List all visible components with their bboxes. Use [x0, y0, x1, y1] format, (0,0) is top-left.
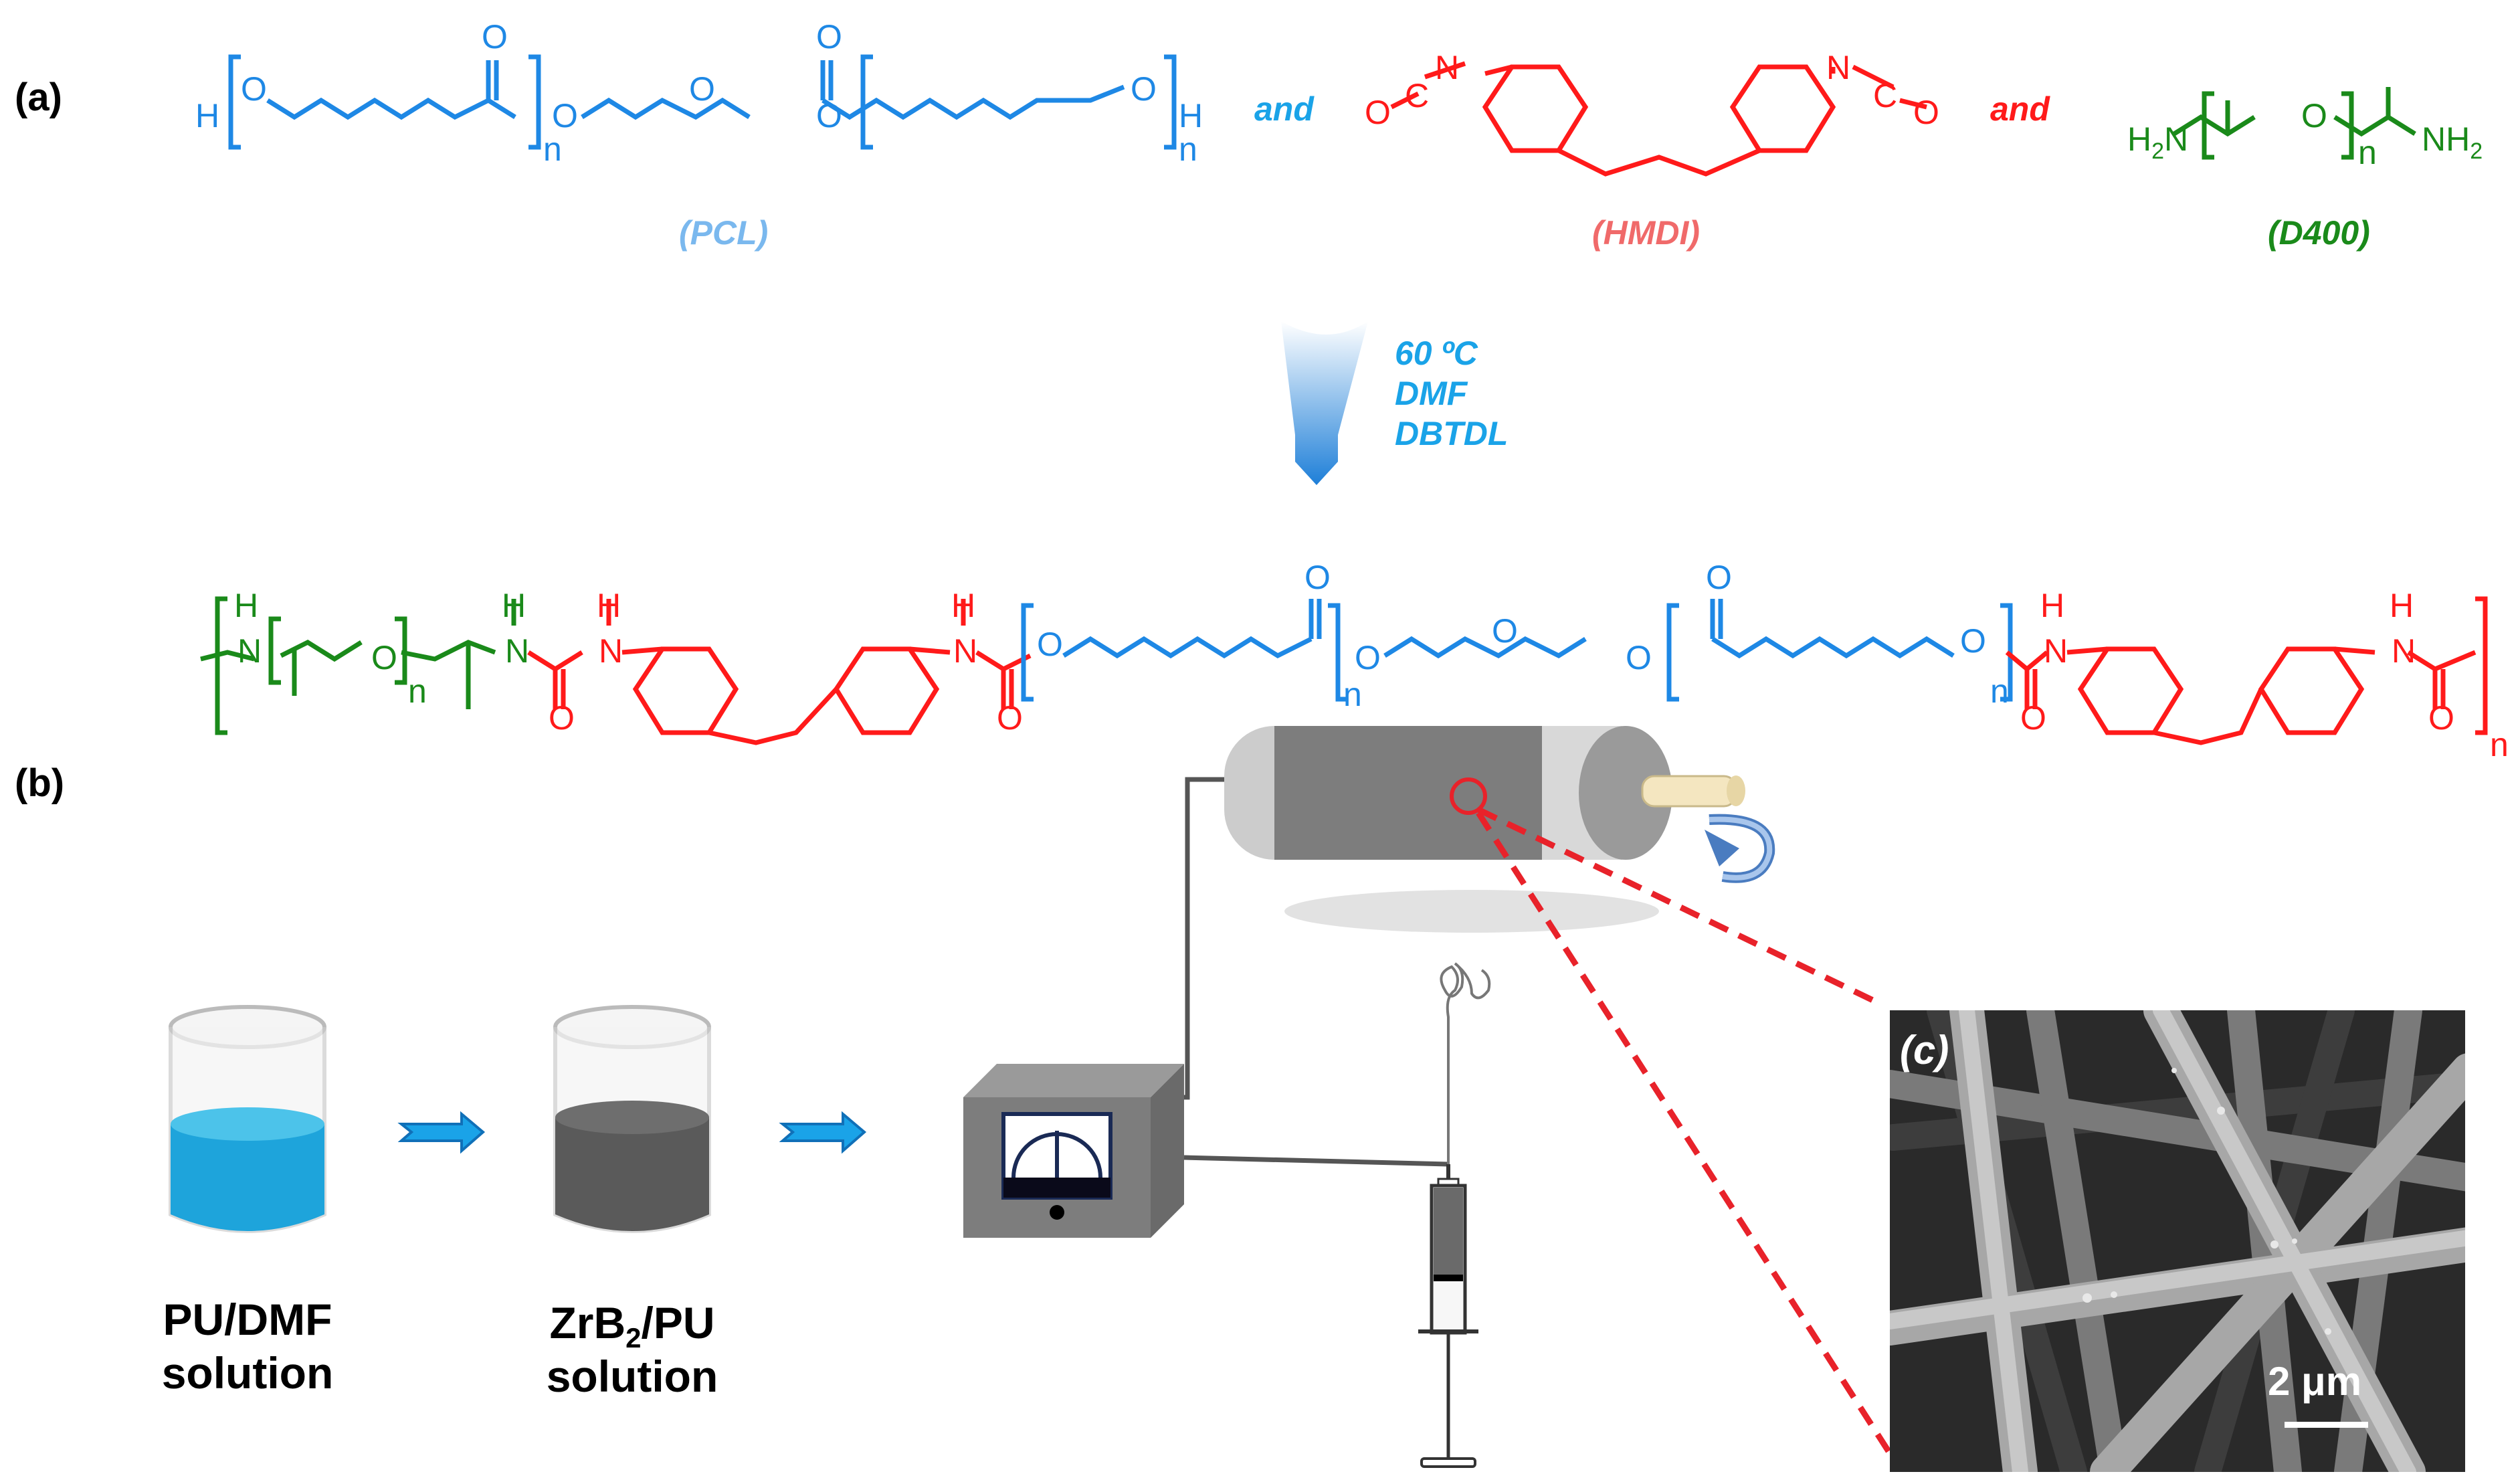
product-h-3: H: [597, 587, 621, 624]
joiner-and-1: and: [1254, 90, 1315, 128]
product-o-3: O: [997, 699, 1023, 737]
product-o-8: O: [1626, 639, 1652, 676]
beaker-1-caption: PU/DMF solution: [162, 1295, 334, 1398]
pcl-carbonyl-o-1: O: [482, 18, 508, 56]
product-n-3: N: [599, 632, 623, 670]
process-arrow-2: [779, 1111, 867, 1154]
zoom-lines: [1476, 806, 1896, 1461]
beaker-2-caption: ZrB2/PU solution: [547, 1298, 718, 1401]
product-o-12: O: [2428, 699, 2454, 737]
d400-o: O: [2301, 97, 2327, 134]
pcl-atom-labels: H O O n O O O O O H n: [195, 18, 1203, 168]
d400-atom-labels: H2N O n NH2: [2127, 97, 2483, 171]
joiner-and-2: and: [1990, 90, 2050, 128]
product-n-6: N: [2392, 632, 2416, 670]
hmdi-n-right: N: [1826, 49, 1850, 86]
power-supply: [963, 1064, 1184, 1238]
product-h-6: H: [2390, 587, 2414, 624]
pcl-o-1: O: [241, 70, 267, 108]
syringe: [1418, 1164, 1478, 1468]
condition-catalyst: DBTDL: [1395, 415, 1508, 452]
product-o-10: O: [1960, 622, 1986, 660]
product-o-1: O: [371, 639, 397, 676]
product-o-2: O: [549, 699, 575, 737]
product-n-sub-1: n: [408, 672, 427, 710]
product-o-7: O: [1492, 612, 1518, 650]
beaker-2-caption-line2: solution: [547, 1352, 718, 1401]
product-n-sub-2: n: [1343, 676, 1362, 713]
hmdi-o-right: O: [1913, 94, 1939, 131]
condition-temperature: 60 ºC: [1395, 335, 1478, 372]
product-o-4: O: [1037, 626, 1063, 663]
beaker-1-caption-line1: PU/DMF: [163, 1295, 332, 1344]
reaction-conditions: 60 ºC DMF DBTDL: [1395, 335, 1508, 452]
fiber-jet: [1440, 962, 1491, 1164]
product-structure: [200, 596, 2488, 745]
d400-structure: [2173, 87, 2416, 160]
product-n-sub-3: n: [1990, 672, 2009, 710]
beaker-2-caption-line1: ZrB2/PU: [549, 1298, 714, 1354]
beaker-zrb2-pu: [553, 1005, 711, 1233]
hmdi-n-left: N: [1435, 49, 1459, 86]
d400-h2n: H2N: [2127, 120, 2188, 164]
pcl-n-1: n: [543, 130, 562, 168]
product-o-11: O: [2020, 699, 2046, 737]
pcl-o-3: O: [689, 70, 715, 108]
pcl-carbonyl-o-2: O: [816, 18, 842, 56]
product-atom-labels: H N O n H N O H N H N O O O n O O O O O …: [234, 559, 2509, 763]
panel-label-a: (a): [15, 76, 62, 119]
product-h-1: H: [234, 587, 258, 624]
product-h-5: H: [2040, 587, 2064, 624]
d400-n: n: [2358, 134, 2377, 171]
process-arrow-1: [397, 1111, 486, 1154]
product-n-1: N: [237, 632, 262, 670]
product-n-5: N: [2044, 632, 2068, 670]
product-o-9: O: [1706, 559, 1732, 596]
beaker-1-caption-line2: solution: [162, 1348, 334, 1398]
product-n-sub-4: n: [2490, 726, 2509, 763]
pcl-h-left: H: [195, 97, 219, 134]
panel-label-b: (b): [15, 761, 64, 805]
product-o-6: O: [1355, 639, 1381, 676]
wires: [1183, 777, 1449, 1167]
hmdi-c-right: C: [1873, 77, 1897, 114]
pcl-structure: [228, 54, 1177, 150]
condition-solvent: DMF: [1395, 375, 1468, 412]
panel-label-c: (c): [1900, 1028, 1949, 1073]
product-h-4: H: [951, 587, 975, 624]
sem-scale-bar: [2285, 1422, 2368, 1428]
product-n-2: N: [505, 632, 529, 670]
pcl-o-5: O: [1131, 70, 1157, 108]
product-h-2: H: [502, 587, 526, 624]
product-o-5: O: [1304, 559, 1331, 596]
beaker-pu-dmf: [169, 1005, 326, 1233]
hmdi-caption: (HMDI): [1592, 214, 1700, 252]
d400-nh2: NH2: [2422, 120, 2483, 164]
pcl-o-4: O: [816, 97, 842, 134]
pcl-n-2: n: [1179, 130, 1197, 168]
hmdi-atom-labels: O C N N C O: [1365, 49, 1939, 131]
sem-image: [1890, 1010, 2465, 1472]
hmdi-c-left: C: [1405, 77, 1429, 114]
d400-caption: (D400): [2268, 214, 2370, 252]
pcl-o-2: O: [552, 97, 578, 134]
reaction-arrow: [1281, 321, 1368, 485]
pcl-caption: (PCL): [679, 214, 768, 252]
hmdi-structure: [1390, 61, 1927, 177]
rotating-collector: [1224, 726, 1775, 933]
sem-scale-label: 2 μm: [2268, 1359, 2361, 1404]
product-n-4: N: [953, 632, 977, 670]
pcl-h-right: H: [1179, 97, 1203, 134]
hmdi-o-left: O: [1365, 94, 1391, 131]
